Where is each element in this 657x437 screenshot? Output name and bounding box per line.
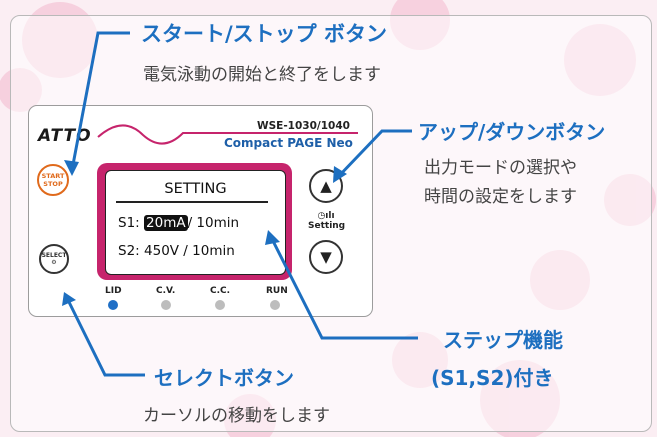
leader-up-down	[335, 129, 412, 180]
select-label: SELECT	[41, 252, 67, 259]
stop-label: STOP	[43, 180, 63, 188]
start-stop-button[interactable]: START STOP	[37, 164, 69, 196]
led-label-run: RUN	[266, 286, 288, 296]
setting-label: Setting	[308, 221, 346, 231]
start-stop-callout-desc: 電気泳動の開始と終了をします	[143, 65, 381, 85]
s1-row: S1: 20mA/ 10min	[118, 215, 239, 231]
s2-value: 450V / 10min	[144, 243, 235, 259]
s1-current-value: 20mA	[144, 215, 188, 231]
screen-title: SETTING	[164, 181, 227, 197]
up-arrow-icon: ▲	[320, 177, 332, 195]
arrowhead-up-down	[333, 166, 347, 183]
led-cv	[161, 300, 171, 310]
lcd-screen: SETTING S1: 20mA/ 10min S2: 450V / 10min	[105, 170, 286, 275]
screen-divider	[116, 201, 268, 203]
up-down-callout-desc-1: 出力モードの選択や	[424, 158, 577, 178]
s2-row: S2: 450V / 10min	[118, 243, 235, 259]
leader-start-stop	[70, 31, 130, 171]
start-stop-callout-title: スタート/ストップ ボタン	[141, 22, 387, 46]
select-callout-title: セレクトボタン	[154, 366, 294, 390]
led-cc	[215, 300, 225, 310]
arrowhead-step	[265, 230, 280, 245]
arrowhead-start-stop	[64, 160, 79, 176]
led-label-cv: C.V.	[156, 286, 176, 296]
model-number: WSE-1030/1040	[257, 120, 350, 132]
gear-icon: ⚙	[51, 259, 57, 266]
setting-indicator: ◷ılı Setting	[308, 211, 346, 231]
up-down-callout-desc-2: 時間の設定をします	[424, 187, 577, 207]
s2-label: S2:	[118, 243, 140, 259]
step-callout-title-2: (S1,S2)付き	[431, 366, 554, 390]
led-label-cc: C.C.	[210, 286, 231, 296]
select-callout-desc: カーソルの移動をします	[143, 406, 330, 426]
leader-step	[269, 236, 418, 340]
arrowhead-select	[62, 292, 76, 306]
s1-label: S1:	[118, 215, 140, 231]
led-lid	[108, 300, 118, 310]
led-run	[270, 300, 280, 310]
step-callout-title-1: ステップ機能	[443, 328, 563, 352]
s1-time-value: / 10min	[187, 215, 240, 231]
product-name: Compact PAGE Neo	[224, 136, 353, 150]
panel-wave-line	[97, 124, 358, 145]
start-label: START	[41, 172, 65, 180]
clock-chart-icon: ◷ılı	[317, 211, 335, 221]
led-label-lid: LID	[105, 286, 122, 296]
select-button[interactable]: SELECT ⚙	[39, 244, 69, 274]
down-button[interactable]: ▼	[309, 240, 343, 274]
up-down-callout-title: アップ/ダウンボタン	[418, 120, 606, 144]
down-arrow-icon: ▼	[320, 248, 332, 266]
leader-select	[66, 299, 145, 377]
